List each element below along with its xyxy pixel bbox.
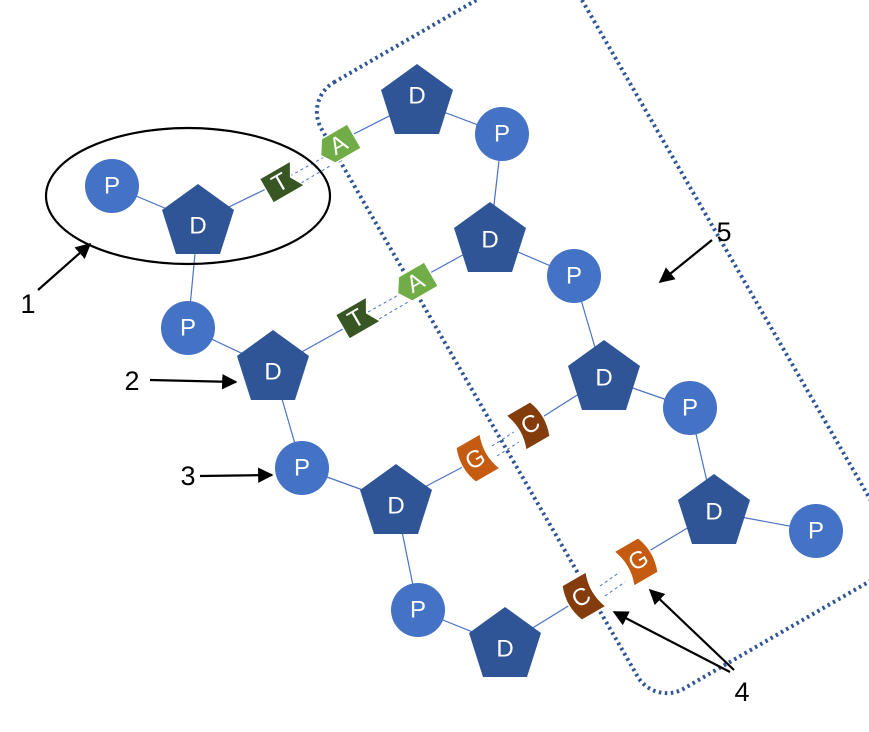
phosphate-circle: P <box>663 381 717 435</box>
phosphate-label: P <box>294 455 310 482</box>
callout-arrow-3 <box>199 467 274 483</box>
cytosine-base: C <box>561 570 608 622</box>
sugar-label: D <box>595 365 612 392</box>
thymine-base: T <box>334 295 383 341</box>
callout-arrow-4a <box>612 611 731 673</box>
phosphate-label: P <box>410 597 426 624</box>
guanine-base: G <box>455 432 502 484</box>
callout-arrow-2 <box>149 373 238 390</box>
sugar-label: D <box>496 636 513 663</box>
sugar-pentagon: D <box>381 64 453 134</box>
adenine-base: A <box>396 260 440 302</box>
nucleotide-highlight-ellipse <box>44 126 332 266</box>
callout-labels: 1 2 3 4 5 <box>20 217 749 707</box>
phosphate-circle: P <box>547 249 601 303</box>
callout-arrow-1 <box>37 242 92 291</box>
hydrogen-bond <box>491 431 515 447</box>
sugar-label: D <box>481 227 498 254</box>
phosphates: P P P P P P P P <box>85 107 843 637</box>
phosphate-circle: P <box>85 159 139 213</box>
phosphate-label: P <box>808 518 824 545</box>
phosphate-label: P <box>494 121 510 148</box>
hydrogen-bond <box>289 155 327 177</box>
cytosine-base: C <box>504 400 551 452</box>
adenine-base: A <box>319 122 363 164</box>
sugar-pentagon: D <box>568 340 640 410</box>
callout-label-3: 3 <box>180 461 195 491</box>
callout-arrows <box>37 239 735 673</box>
phosphate-label: P <box>180 315 196 342</box>
hydrogen-bond <box>373 301 409 323</box>
phosphate-label: P <box>104 173 120 200</box>
sugar-label: D <box>408 83 425 110</box>
sugar-pentagon: D <box>454 202 526 272</box>
callout-label-5: 5 <box>716 217 731 247</box>
callout-label-1: 1 <box>20 289 35 319</box>
sugar-pentagon: D <box>162 184 234 254</box>
sugars: D D D D D D D D <box>162 64 750 677</box>
bases: T A T A G C C G <box>258 122 659 622</box>
hydrogen-bond <box>367 291 405 313</box>
callout-arrow-5 <box>658 239 713 283</box>
hydrogen-bond <box>599 571 621 587</box>
sugar-label: D <box>189 213 206 240</box>
phosphate-circle: P <box>161 301 215 355</box>
guanine-base: G <box>612 536 659 588</box>
phosphate-circle: P <box>275 441 329 495</box>
thymine-base: T <box>258 159 307 205</box>
hydrogen-bond <box>496 441 520 457</box>
phosphate-label: P <box>566 263 582 290</box>
sugar-label: D <box>264 359 281 386</box>
sugar-label: D <box>387 493 404 520</box>
callout-arrow-4b <box>648 588 735 671</box>
sugar-pentagon: D <box>469 607 541 677</box>
sugar-label: D <box>705 499 722 526</box>
sugar-pentagon: D <box>360 464 432 534</box>
phosphate-circle: P <box>391 583 445 637</box>
hydrogen-bond <box>604 581 626 597</box>
sugar-pentagon: D <box>237 330 309 400</box>
sugar-pentagon: D <box>678 474 750 544</box>
callout-label-2: 2 <box>124 366 139 396</box>
phosphate-label: P <box>682 395 698 422</box>
phosphate-circle: P <box>789 504 843 558</box>
phosphate-circle: P <box>475 107 529 161</box>
callout-label-4: 4 <box>734 677 749 707</box>
